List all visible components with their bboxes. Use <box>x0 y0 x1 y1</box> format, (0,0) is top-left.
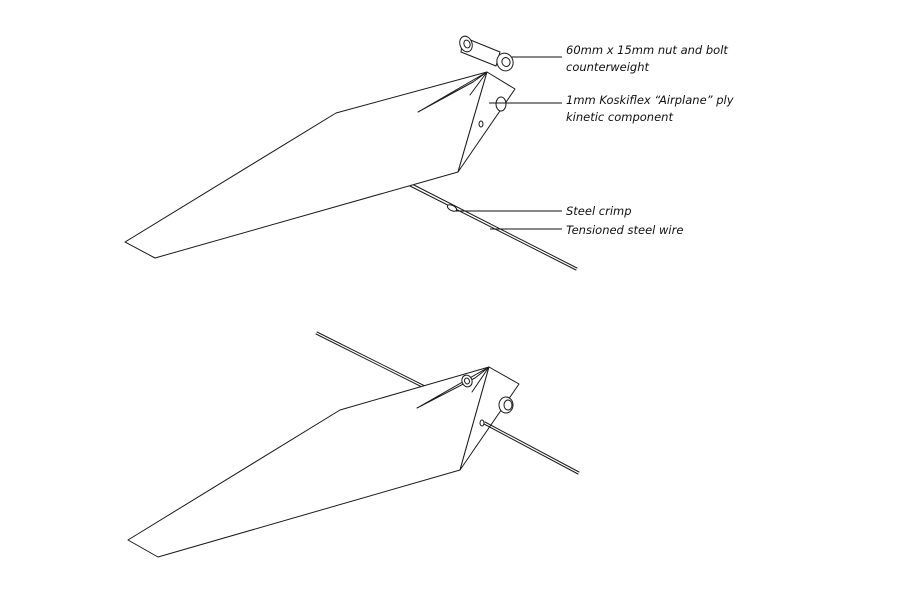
steel-crimp <box>446 204 458 212</box>
label-crimp: Steel crimp <box>566 204 632 218</box>
label-wire: Tensioned steel wire <box>566 223 683 237</box>
bolt-hole <box>495 96 507 112</box>
label-ply-line2: kinetic component <box>566 110 673 124</box>
assembled-steel-wire-bottom <box>479 419 580 475</box>
nut-and-bolt-counterweight <box>459 35 514 72</box>
assembled-steel-wire-top <box>315 331 432 392</box>
assembled-blade-side-face <box>127 366 490 558</box>
tensioned-steel-wire <box>407 182 578 271</box>
label-ply-line1: 1mm Koskiflex “Airplane” ply <box>566 93 734 107</box>
label-bolt-line1: 60mm x 15mm nut and bolt <box>566 43 728 57</box>
pivot-hole <box>478 120 484 128</box>
exploded-assembly <box>124 35 578 271</box>
assembled-assembly <box>127 331 580 558</box>
blade-side-face <box>124 71 488 259</box>
label-bolt-line2: counterweight <box>566 60 650 74</box>
